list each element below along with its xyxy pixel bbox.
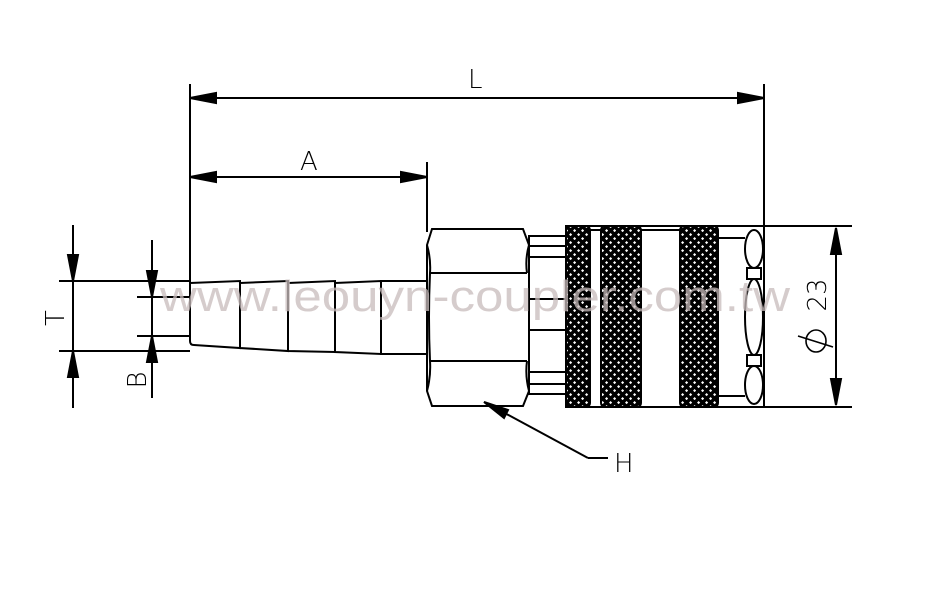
dimension-diameter (764, 225, 852, 408)
watermark: www.leouyn-coupler.com.tw (159, 272, 790, 321)
knurl-band-1 (565, 225, 591, 408)
hose-barb (189, 279, 428, 356)
hex-body (426, 228, 530, 407)
knurl-band-2 (600, 225, 642, 408)
diameter-symbol-icon (797, 329, 834, 353)
ball-ring (744, 229, 764, 405)
label-B: B (123, 371, 153, 388)
dimension-A (189, 162, 428, 232)
dimension-T (59, 225, 190, 408)
label-A: A (300, 147, 318, 177)
label-T: T (41, 310, 71, 326)
sleeve (565, 225, 765, 408)
knurl-band-3 (679, 225, 719, 408)
dimension-B (137, 240, 192, 398)
leader-H (483, 401, 608, 459)
label-H: H (614, 449, 634, 479)
label-L: L (468, 65, 483, 95)
dimension-L (189, 84, 765, 282)
label-diameter-value: 23 (803, 278, 833, 311)
